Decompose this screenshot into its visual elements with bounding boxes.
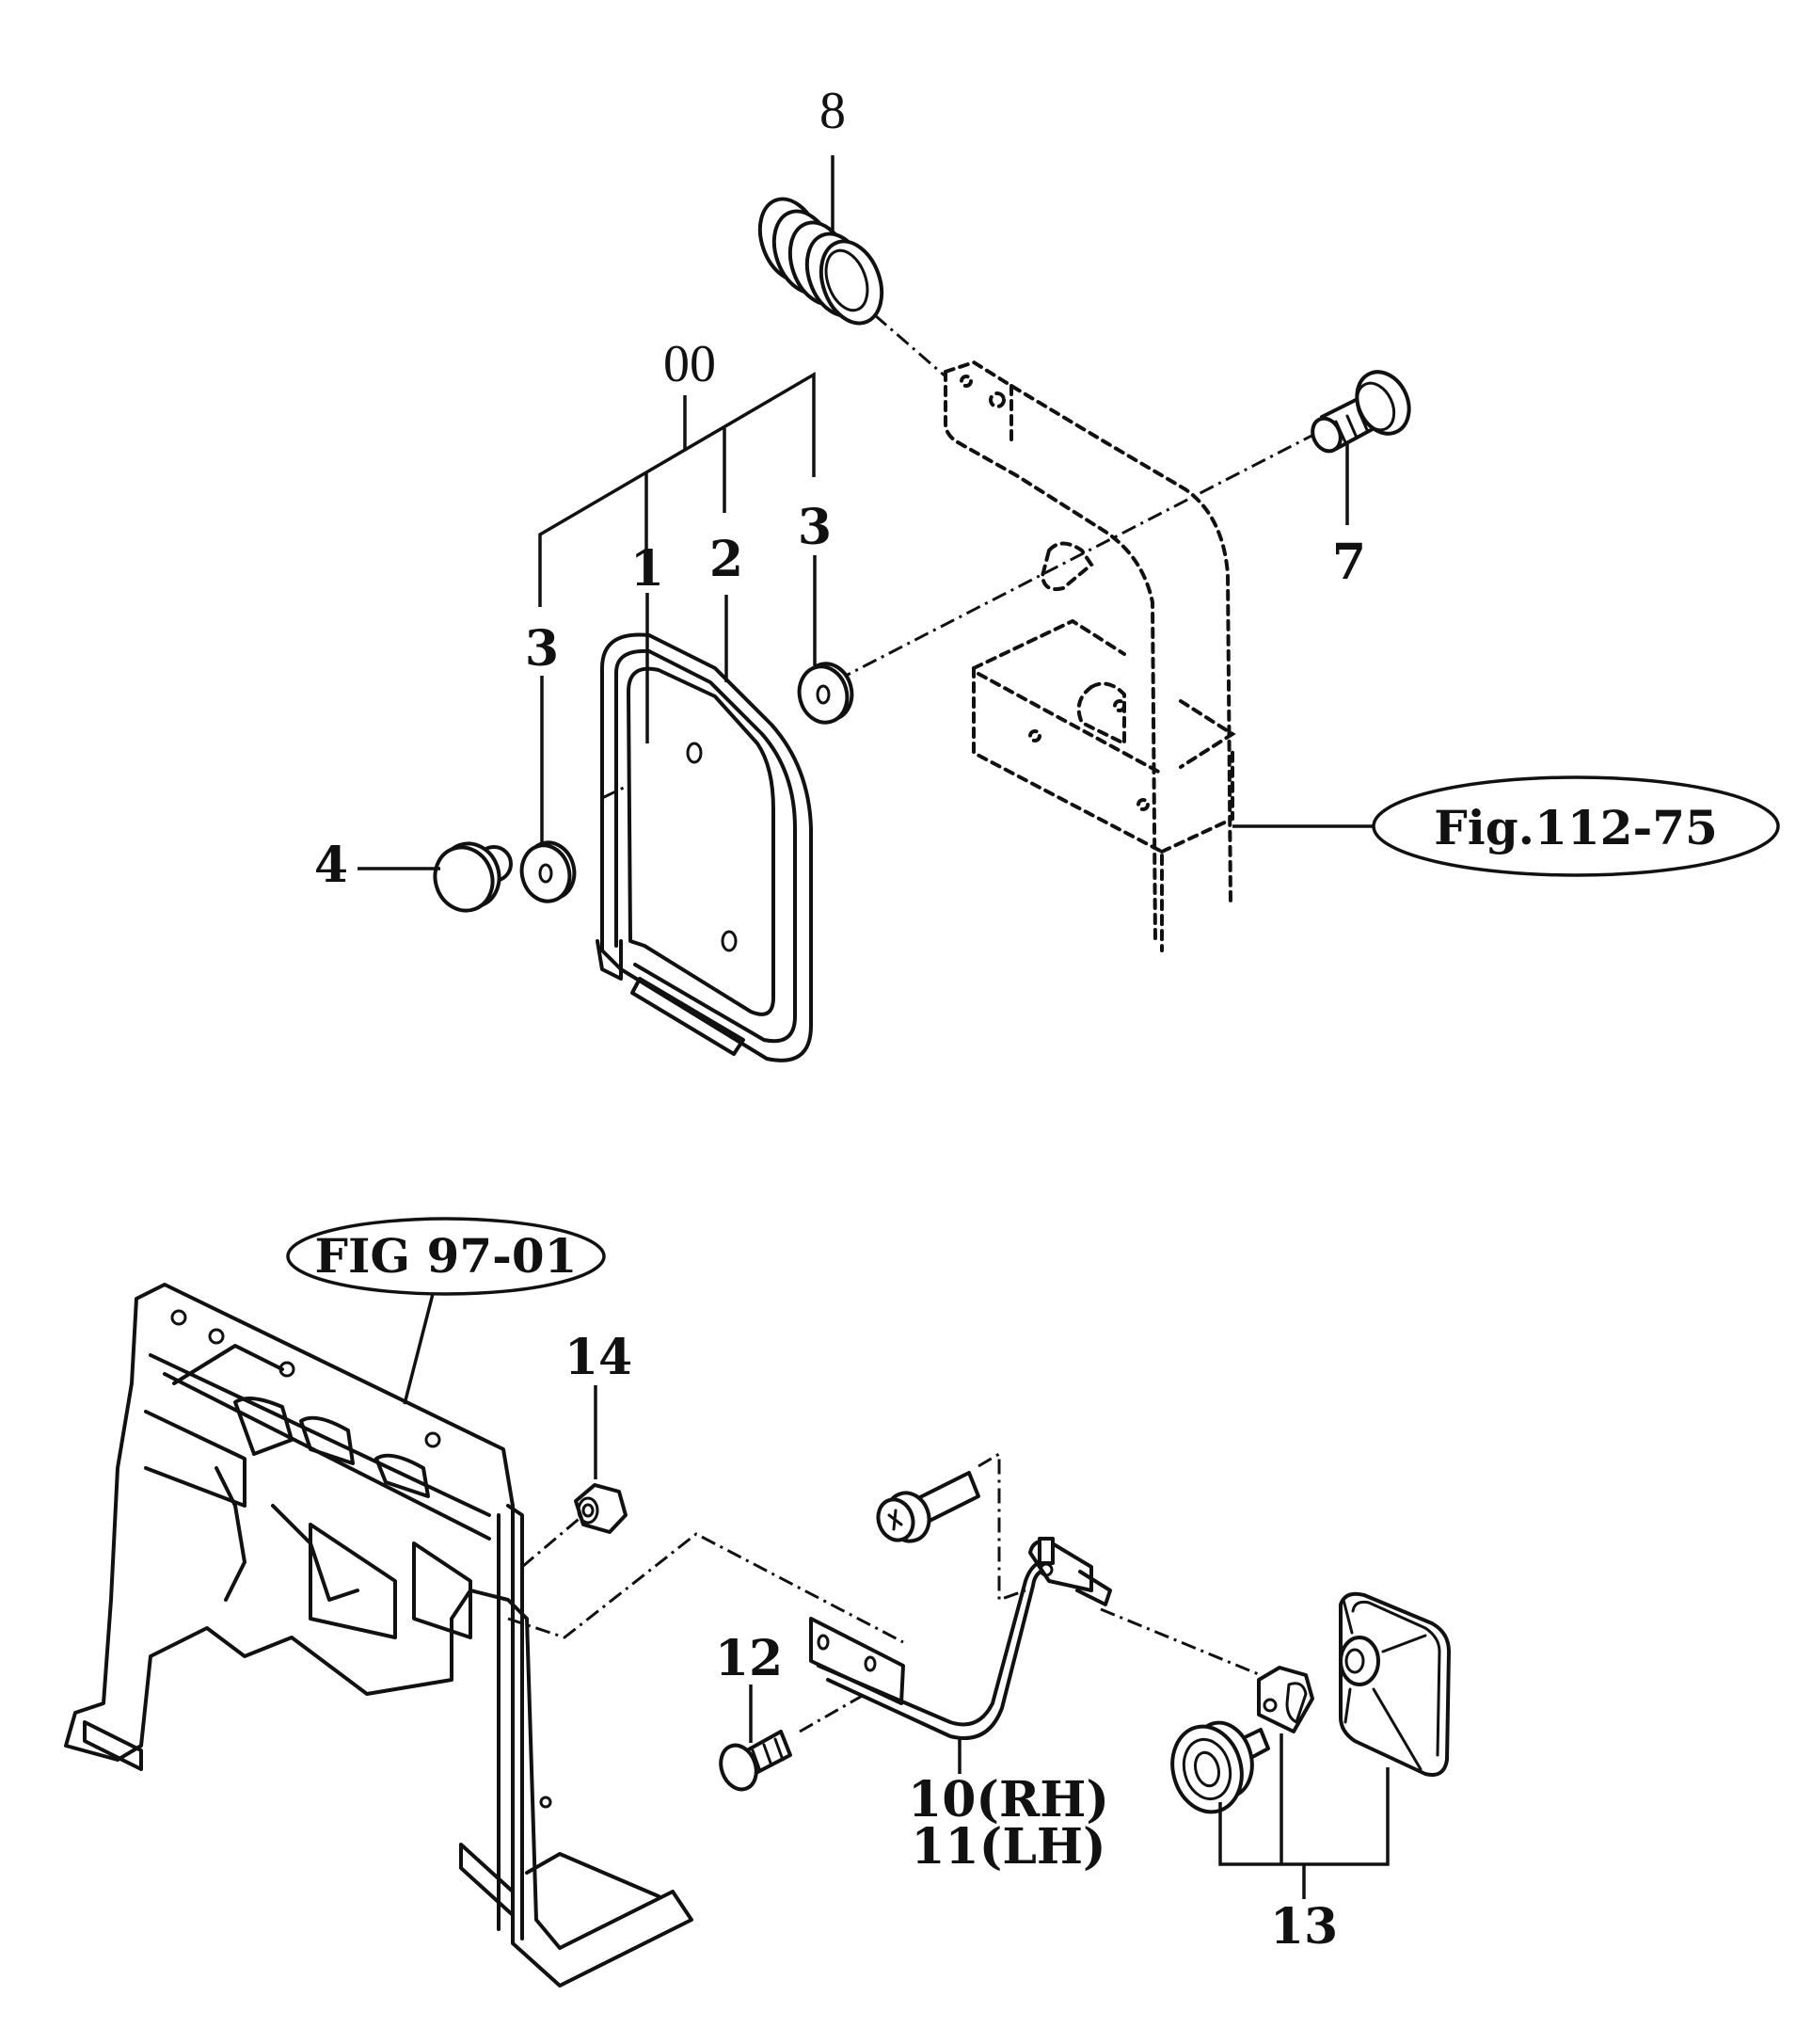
figure-reference-97-01: FIG 97-01 <box>286 1217 606 1296</box>
callout-3-left: 3 <box>525 620 559 678</box>
callout-12: 12 <box>715 1630 783 1687</box>
callout-2: 2 <box>709 531 743 588</box>
callout-leaders-bottom <box>594 1385 1390 1899</box>
figure-reference-112-75: Fig.112-75 <box>1372 775 1780 877</box>
part-4-cap <box>433 841 513 913</box>
callout-7: 7 <box>1332 534 1366 591</box>
nut-axis-line <box>521 1513 584 1569</box>
part-13-mirror <box>1170 1591 1451 1814</box>
callout-13: 13 <box>1270 1898 1338 1956</box>
spring-axis-line <box>874 313 946 378</box>
screw-axis-line <box>978 1451 1026 1603</box>
callout-00: 00 <box>663 335 716 393</box>
reference-bracket-fig-112-75 <box>944 359 1374 952</box>
mirror-axis-line <box>1100 1607 1262 1677</box>
bolt-axis-line <box>841 431 1318 679</box>
callout-8: 8 <box>819 82 846 140</box>
callout-leaders-top <box>358 155 1349 870</box>
callout-14: 14 <box>564 1329 632 1386</box>
callout-1: 1 <box>630 540 664 598</box>
part-1-cover <box>596 666 775 1056</box>
part-2-seal <box>600 632 813 1062</box>
callout-11-lh: 11(LH) <box>911 1818 1105 1876</box>
part-8-spring <box>757 197 884 326</box>
figure-reference-112-75-label: Fig.112-75 <box>1434 800 1718 855</box>
screw-with-washer <box>876 1471 980 1543</box>
part-3-washer-left <box>519 840 577 903</box>
part-10-11-mirror-stay <box>809 1537 1112 1740</box>
part-14-nut <box>574 1483 628 1534</box>
cab-frame-fig-97-01 <box>64 1283 693 1988</box>
callout-3-right: 3 <box>798 499 832 556</box>
part-12-bolt <box>719 1730 792 1792</box>
figure-reference-97-01-label: FIG 97-01 <box>315 1228 578 1284</box>
part-3-washer-right <box>797 662 854 725</box>
bolt-12-axis-line <box>799 1692 866 1733</box>
part-7-bolt <box>1311 370 1411 454</box>
callout-10-rh: 10(RH) <box>908 1771 1109 1828</box>
callout-4: 4 <box>314 837 348 894</box>
bracket-mount-axis-line <box>507 1532 904 1644</box>
